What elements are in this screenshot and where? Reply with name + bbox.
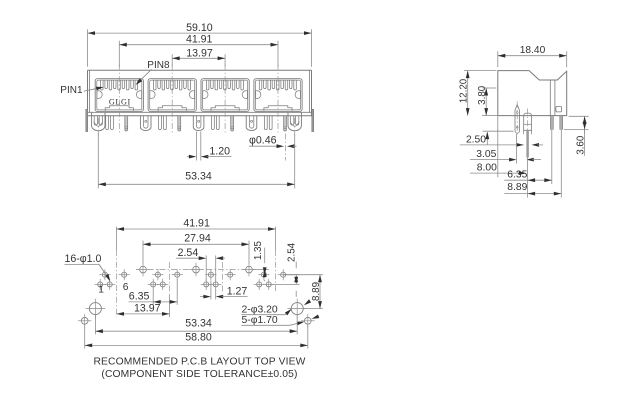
svg-text:2-φ3.20: 2-φ3.20 [242, 304, 278, 315]
svg-text:RECOMMENDED P.C.B LAYOUT TOP V: RECOMMENDED P.C.B LAYOUT TOP VIEW [93, 357, 305, 368]
svg-text:58.80: 58.80 [185, 332, 212, 344]
svg-text:53.34: 53.34 [185, 317, 212, 329]
svg-text:8.00: 8.00 [477, 163, 497, 174]
svg-text:GLGI: GLGI [109, 98, 131, 107]
svg-text:2.54: 2.54 [287, 242, 298, 262]
svg-text:φ0.46: φ0.46 [249, 135, 277, 147]
svg-text:6: 6 [123, 282, 129, 293]
svg-text:41.91: 41.91 [186, 34, 213, 46]
svg-text:18.40: 18.40 [520, 45, 546, 56]
svg-text:6.35: 6.35 [507, 169, 527, 180]
svg-text:53.34: 53.34 [185, 171, 212, 183]
svg-text:PIN1: PIN1 [60, 85, 83, 96]
svg-text:5-φ1.70: 5-φ1.70 [242, 315, 278, 326]
svg-text:13.97: 13.97 [134, 303, 161, 315]
svg-text:3.05: 3.05 [476, 149, 496, 160]
svg-text:3.60: 3.60 [576, 135, 587, 155]
svg-text:3.80: 3.80 [477, 85, 488, 105]
svg-text:(COMPONENT SIDE TOLERANCE±0.05: (COMPONENT SIDE TOLERANCE±0.05) [101, 369, 297, 380]
svg-text:16-φ1.0: 16-φ1.0 [65, 253, 102, 265]
svg-text:1: 1 [98, 284, 104, 295]
svg-text:13.97: 13.97 [186, 48, 213, 60]
svg-text:41.91: 41.91 [183, 217, 210, 229]
svg-text:PIN8: PIN8 [147, 60, 170, 71]
svg-text:1.35: 1.35 [253, 241, 264, 261]
svg-text:8.89: 8.89 [311, 282, 322, 301]
svg-text:2.50: 2.50 [466, 134, 486, 145]
svg-text:6.35: 6.35 [129, 291, 150, 303]
svg-text:59.10: 59.10 [186, 22, 213, 34]
svg-text:27.94: 27.94 [184, 233, 211, 245]
svg-text:1.20: 1.20 [209, 145, 230, 157]
svg-text:2.54: 2.54 [178, 247, 199, 259]
svg-text:1.27: 1.27 [227, 285, 248, 297]
svg-text:8.89: 8.89 [507, 182, 527, 193]
svg-text:12.20: 12.20 [459, 78, 470, 103]
